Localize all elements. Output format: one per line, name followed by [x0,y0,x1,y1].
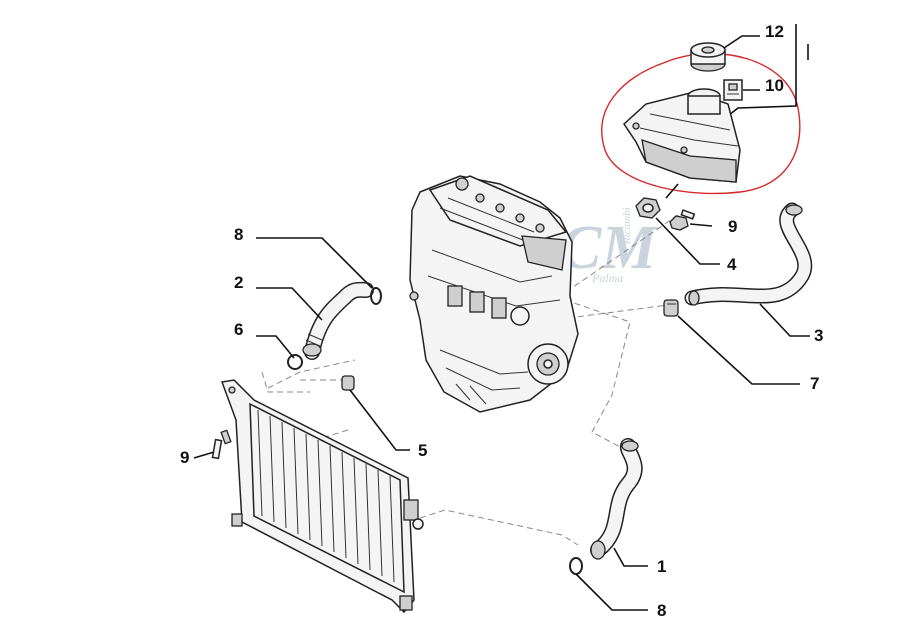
engine-block [409,175,579,413]
bolt-9-top [669,209,696,231]
leader-9-top [689,223,713,227]
hose-2 [302,281,374,360]
clamp-7 [663,299,679,317]
leader-8-top [256,237,373,289]
hose-1 [590,438,643,560]
leader-2 [256,287,323,321]
hose-3 [684,202,813,306]
leader-1 [613,547,648,567]
leader-6 [256,335,295,359]
callout-8-top: 8 [234,225,243,244]
bolt-9-left [211,429,232,460]
callout-5: 5 [418,441,427,460]
watermark-logo: CM Ricambi Palma [560,207,658,285]
watermark-script-text: Ricambi [621,207,633,245]
clamp-8-top [370,287,382,305]
callout-8-bottom: 8 [657,601,666,620]
leader-7 [677,315,800,385]
callout-7: 7 [810,374,819,393]
callout-1: 1 [657,557,666,576]
radiator [220,379,424,614]
reservoir-cap [690,42,726,72]
leader-9-left [193,451,215,459]
watermark-city-text: Palma [591,271,623,285]
nut-4 [635,197,661,219]
clamp-5 [341,375,355,391]
reservoir-highlight [601,52,801,195]
expansion-tank [623,88,741,183]
leader-12 [723,35,760,49]
callout-9-left: 9 [180,448,189,467]
leader-tank-outlet [665,183,679,199]
callout-6: 6 [234,320,243,339]
callout-9-top: 9 [728,217,737,236]
clamp-8-bottom [569,557,583,575]
radiator-fins [257,409,395,583]
bracket-leader-10-12 [719,24,797,123]
callout-4: 4 [727,255,737,274]
callout-12: 12 [765,22,784,41]
leader-4 [655,217,720,265]
leader-8-bottom [575,573,648,611]
callout-3: 3 [814,326,823,345]
callout-labels: 12 10 9 4 8 2 6 3 7 5 9 1 8 [180,22,823,620]
callout-2: 2 [234,273,243,292]
watermark-logo-text: CM [560,214,658,282]
callout-10: 10 [765,76,784,95]
warning-label-tag [723,79,743,101]
clamp-6 [287,354,303,370]
leader-3 [759,303,810,337]
leader-5 [349,389,410,451]
